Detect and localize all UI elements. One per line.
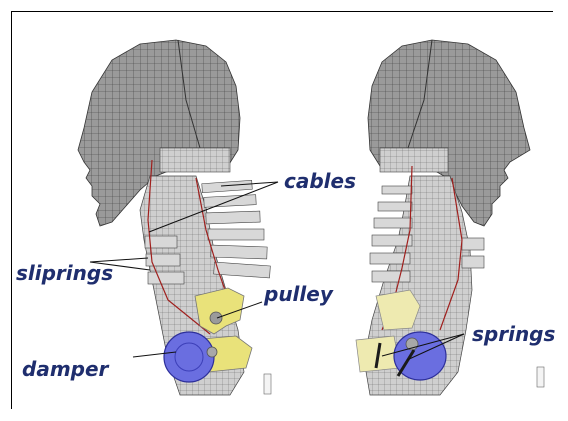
right-damper-disc — [394, 332, 446, 380]
right-spring-bracket — [376, 290, 420, 330]
label-damper: damper — [22, 357, 110, 381]
right-scale-tag — [537, 367, 544, 387]
left-neck-model — [78, 40, 271, 395]
left-skull-base — [160, 148, 230, 172]
left-damper-disc — [164, 332, 214, 382]
label-sliprings: sliprings — [16, 261, 113, 285]
left-pulley-wheel — [210, 312, 222, 324]
right-skull-base — [380, 148, 448, 172]
label-cables: cables — [284, 169, 356, 193]
label-pulley: pulley — [263, 282, 334, 306]
label-springs: springs — [472, 322, 555, 346]
left-scale-tag — [264, 374, 271, 394]
